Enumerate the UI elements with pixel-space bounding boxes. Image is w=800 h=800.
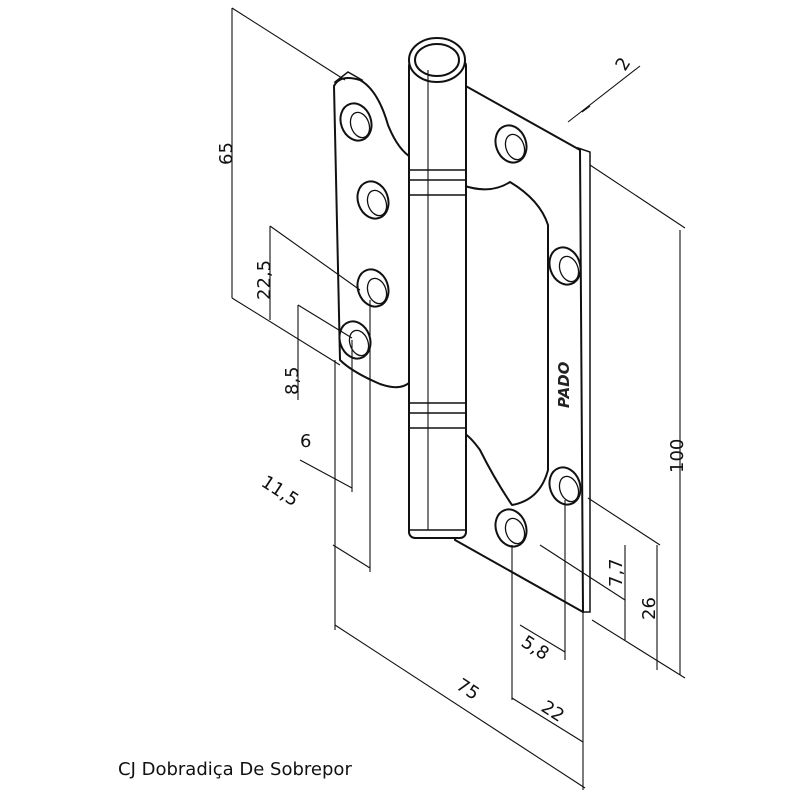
left-leaf-plate — [333, 77, 413, 389]
dim-65-label: 65 — [216, 142, 237, 165]
dim-22-label: 22 — [537, 697, 568, 727]
dim-2-label: 2 — [611, 54, 635, 75]
left-leaf-hole-4 — [338, 320, 372, 360]
dim-8-5-label: 8,5 — [282, 366, 303, 395]
dim-22-5-label: 22,5 — [254, 260, 275, 300]
right-leaf-hole-3 — [548, 466, 582, 506]
dim-6-label: 6 — [300, 431, 311, 452]
dim-5-8-label: 5,8 — [517, 632, 552, 665]
right-leaf-hole-4 — [494, 508, 528, 548]
right-leaf-hole-1 — [494, 124, 528, 164]
dimension-lines — [231, 7, 686, 790]
dim-7-7-label: 7,7 — [606, 558, 627, 587]
dim-75-label: 75 — [452, 675, 483, 705]
right-leaf-hole-2 — [548, 246, 582, 286]
dim-100-label: 100 — [667, 439, 688, 473]
hinge-knuckle — [408, 37, 467, 539]
left-leaf-hole-3 — [356, 268, 390, 308]
left-leaf-hole-2 — [356, 180, 390, 220]
dim-11-5-label: 11,5 — [257, 472, 302, 511]
brand-logo: PADO — [555, 361, 573, 408]
dim-26-label: 26 — [639, 597, 660, 620]
left-leaf — [333, 71, 413, 389]
left-leaf-hole-1 — [339, 102, 373, 142]
right-leaf-cutout — [461, 181, 549, 506]
drawing-caption: CJ Dobradiça De Sobrepor — [118, 759, 352, 780]
